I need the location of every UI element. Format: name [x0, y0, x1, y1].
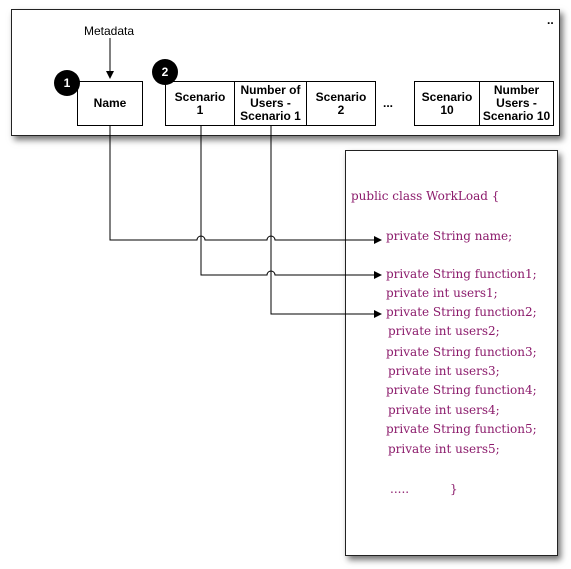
field-users4: private int users4; — [388, 403, 500, 417]
code-panel — [345, 150, 558, 556]
field-users3: private int users3; — [388, 364, 500, 378]
field-function1: private String function1; — [386, 267, 537, 281]
metadata-label: Metadata — [84, 24, 135, 38]
closing-brace: } — [450, 482, 458, 496]
badge-1: 1 — [54, 70, 80, 96]
scenario-1-connector — [200, 126, 382, 279]
field-users1: private int users1; — [386, 286, 498, 300]
ellipsis: ... — [383, 96, 394, 110]
scenario-2-cell: Scenario 2 — [306, 81, 376, 126]
field-name: private String name; — [386, 229, 513, 243]
scenario-10-cell: Scenario 10 — [414, 81, 480, 126]
name-cell: Name — [77, 81, 143, 126]
field-function5: private String function5; — [386, 422, 537, 436]
users-scenario-1-connector — [270, 126, 382, 318]
field-function3: private String function3; — [386, 345, 537, 359]
field-function4: private String function4; — [386, 383, 537, 397]
badge-2: 2 — [152, 59, 178, 85]
name-connector — [109, 126, 382, 244]
field-users2: private int users2; — [388, 324, 500, 338]
users-scenario-10-cell: Number Users - Scenario 10 — [479, 81, 554, 126]
field-function2: private String function2; — [386, 305, 537, 319]
field-users5: private int users5; — [388, 442, 500, 456]
class-header: public class WorkLoad { — [351, 189, 500, 203]
corner-mark: .. — [547, 13, 554, 27]
users-scenario-1-cell: Number of Users - Scenario 1 — [234, 81, 307, 126]
trailing-dots: ..... — [390, 482, 410, 496]
scenario-1-cell: Scenario 1 — [165, 81, 235, 126]
